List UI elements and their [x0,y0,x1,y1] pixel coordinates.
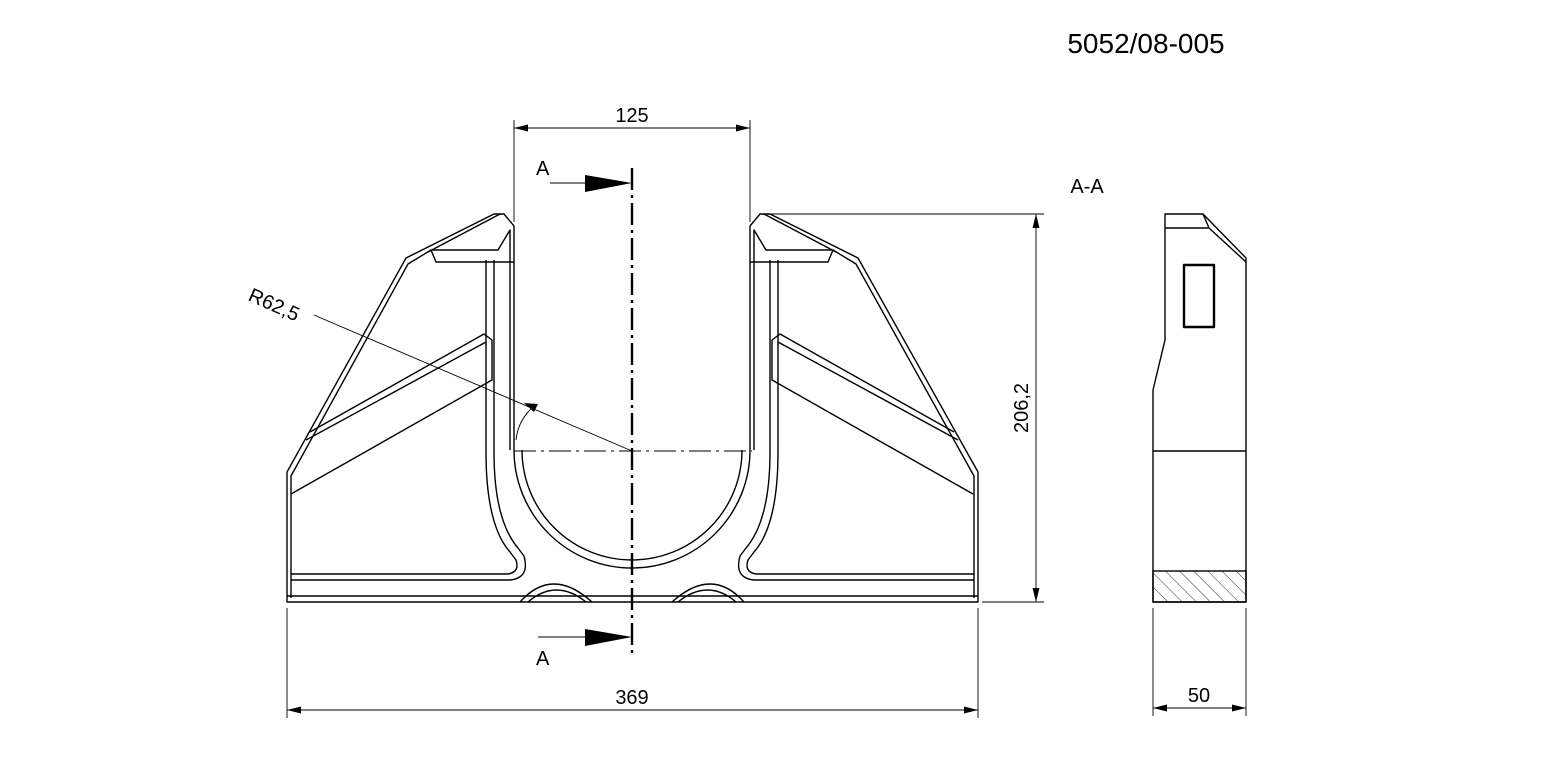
section-view-title: A-A [1070,176,1104,198]
radius-dimension: R62,5 [245,284,303,326]
section-marker-bottom: A [536,648,550,670]
front-view-outline [286,213,979,603]
section-view-slot [1182,263,1216,329]
thickness-label: 50 [1188,685,1210,707]
thickness-dimension: 50 [1152,608,1247,716]
section-arrow-top: A [536,158,632,192]
overall-width-label: 369 [615,687,648,709]
section-view-outline [1152,213,1247,603]
section-view-hatch [1152,570,1247,603]
height-label: 206,2 [1011,383,1033,433]
height-dimension: 206,2 [770,213,1044,603]
front-view: R62,5 A A 125 206,2 369 [245,105,1044,718]
overall-width-dimension: 369 [286,608,979,718]
section-marker-top: A [536,158,550,180]
section-arrow-bottom: A [536,629,632,670]
slot-width-dimension: 125 [513,105,751,222]
slot-width-label: 125 [615,105,648,127]
drawing-number: 5052/08-005 [1067,28,1224,59]
section-view: A-A 50 [1070,176,1247,716]
